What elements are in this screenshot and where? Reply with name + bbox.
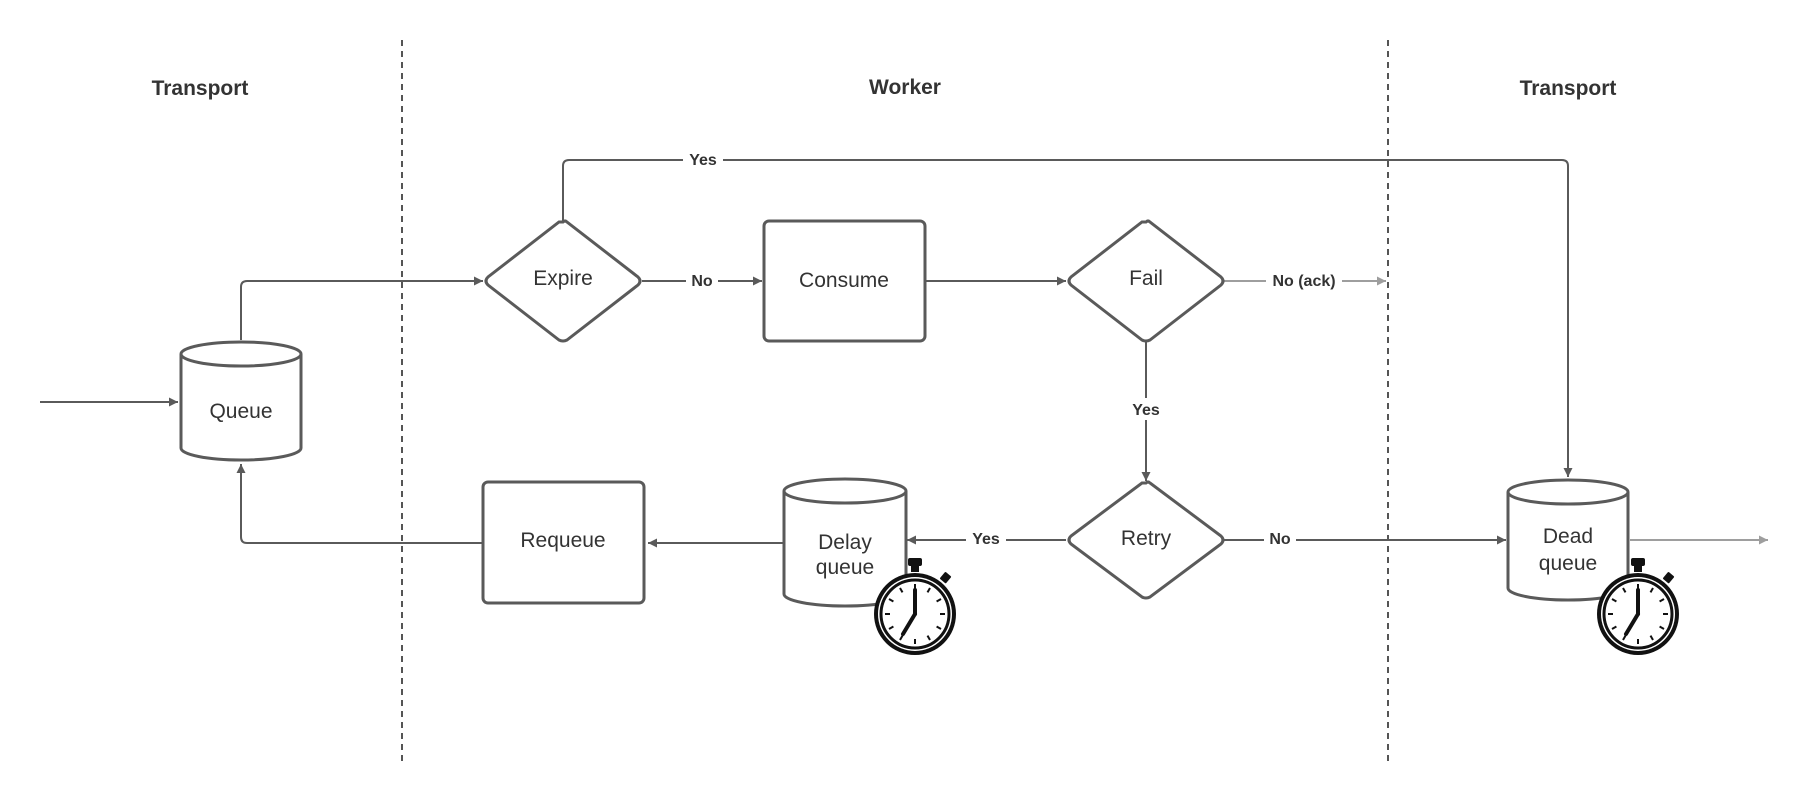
edge-label-retry-yes: Yes xyxy=(972,531,1000,548)
retry-diamond xyxy=(1067,480,1225,600)
edge-label-bg xyxy=(1126,398,1166,420)
delay-queue-node[interactable]: Delay queue xyxy=(782,477,908,608)
consume-label: Consume xyxy=(799,269,889,292)
edge-label-bg xyxy=(683,149,723,169)
edge-queue-to-expire xyxy=(240,276,483,340)
edge-label-expire-no: No xyxy=(691,273,713,290)
stopwatch-icon xyxy=(1597,558,1679,655)
edge-label-fail-yes: Yes xyxy=(1132,402,1160,419)
requeue-node[interactable]: Requeue xyxy=(481,480,646,605)
fail-diamond xyxy=(1067,219,1225,343)
stopwatch-icon xyxy=(874,558,956,655)
edge-label-bg xyxy=(966,528,1006,548)
fail-decision[interactable]: Fail xyxy=(1067,219,1225,343)
fail-label: Fail xyxy=(1129,267,1163,290)
queue-cylinder-body xyxy=(179,354,303,462)
edge-label-expire-yes: Yes xyxy=(689,152,717,169)
dead-queue-label-line2: queue xyxy=(1539,552,1597,575)
requeue-box xyxy=(481,480,646,605)
edge-label-bg xyxy=(1266,270,1342,290)
dead-queue-label-line1: Dead xyxy=(1543,525,1593,548)
consume-box xyxy=(762,219,927,343)
lane-title-transport-left: Transport xyxy=(152,77,249,100)
retry-label: Retry xyxy=(1121,527,1172,550)
edge-label-bg xyxy=(686,270,718,290)
requeue-label: Requeue xyxy=(520,529,605,552)
dead-queue-node[interactable]: Dead queue xyxy=(1506,478,1630,602)
queue-node[interactable]: Queue xyxy=(179,340,303,462)
edge-requeue-to-queue xyxy=(236,464,482,544)
edge-label-retry-no: No xyxy=(1269,531,1291,548)
dead-queue-cylinder-top xyxy=(1506,478,1630,506)
delay-queue-cylinder-top xyxy=(782,477,908,505)
expire-diamond xyxy=(484,219,642,343)
edge-expire-yes-to-dead-queue xyxy=(562,159,1573,477)
lane-title-worker: Worker xyxy=(869,76,941,99)
consume-node[interactable]: Consume xyxy=(762,219,927,343)
queue-label: Queue xyxy=(209,400,272,423)
edge-label-bg xyxy=(1264,528,1296,548)
expire-decision[interactable]: Expire xyxy=(484,219,642,343)
expire-label: Expire xyxy=(533,267,593,290)
edge-label-fail-no-ack: No (ack) xyxy=(1272,273,1335,290)
retry-decision[interactable]: Retry xyxy=(1067,480,1225,600)
lane-title-transport-right: Transport xyxy=(1520,77,1617,100)
delay-queue-label-line1: Delay xyxy=(818,531,872,554)
queue-cylinder-top xyxy=(179,340,303,368)
delay-queue-label-line2: queue xyxy=(816,556,874,579)
